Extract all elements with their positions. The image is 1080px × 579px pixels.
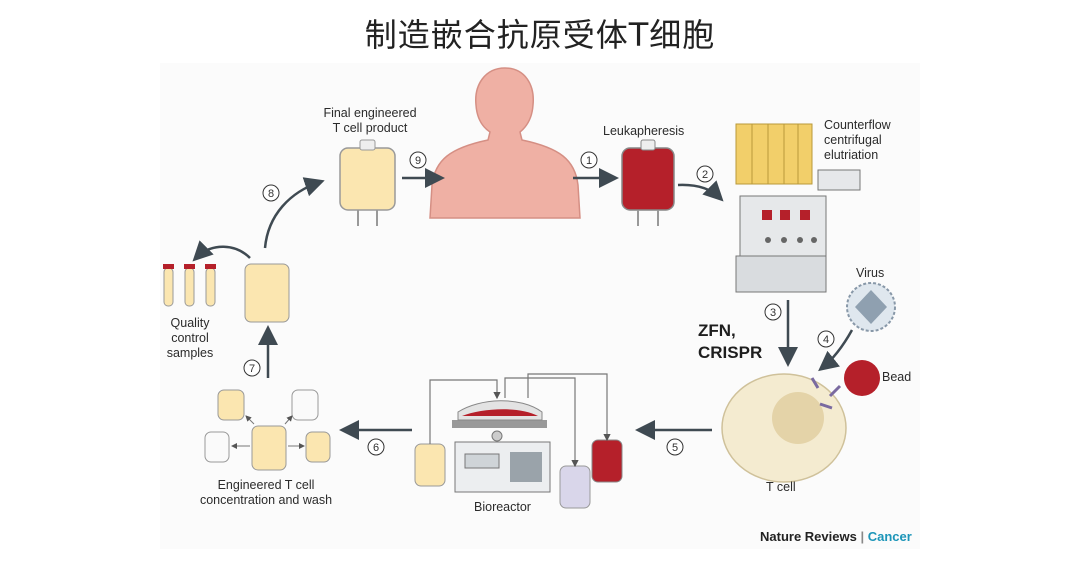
virus-label: Virus bbox=[856, 266, 885, 280]
wash-bags bbox=[204, 389, 331, 471]
step-4: 4 bbox=[817, 330, 835, 348]
step-7: 7 bbox=[243, 359, 261, 377]
svg-text:2: 2 bbox=[702, 169, 708, 181]
svg-text:5: 5 bbox=[672, 442, 678, 454]
leukapheresis-label: Leukapheresis bbox=[603, 124, 685, 138]
bioreactor-label: Bioreactor bbox=[474, 500, 531, 514]
final-product-bag bbox=[339, 139, 396, 226]
journal-name: Nature Reviews bbox=[760, 529, 857, 544]
svg-text:8: 8 bbox=[268, 188, 274, 200]
process-arrows bbox=[192, 168, 854, 440]
svg-text:6: 6 bbox=[373, 442, 379, 454]
svg-text:9: 9 bbox=[415, 155, 421, 167]
elutriation-machine bbox=[735, 123, 861, 293]
virus-particle bbox=[846, 282, 896, 332]
leukapheresis-bag bbox=[621, 139, 675, 226]
step-8: 8 bbox=[262, 184, 280, 202]
svg-text:1: 1 bbox=[586, 155, 592, 167]
svg-text:4: 4 bbox=[823, 334, 829, 346]
page-title: 制造嵌合抗原受体T细胞 bbox=[364, 16, 716, 54]
patient-body bbox=[429, 67, 581, 219]
zfn-crispr-label: ZFN,CRISPR bbox=[698, 321, 763, 362]
bead-label: Bead bbox=[882, 370, 912, 384]
step-9: 9 bbox=[409, 151, 427, 169]
journal-subject: Cancer bbox=[867, 529, 912, 544]
qc-bag-and-tubes bbox=[163, 263, 290, 323]
step-5: 5 bbox=[666, 438, 684, 456]
step-6: 6 bbox=[367, 438, 385, 456]
t-cell-label: T cell bbox=[766, 480, 796, 494]
svg-text:3: 3 bbox=[770, 307, 776, 319]
credit-separator: | bbox=[860, 529, 865, 544]
svg-text:7: 7 bbox=[249, 363, 255, 375]
bioreactor bbox=[414, 373, 623, 509]
t-cell bbox=[721, 360, 880, 483]
step-markers: 1 2 3 4 5 6 7 8 9 bbox=[243, 151, 835, 456]
step-2: 2 bbox=[696, 165, 714, 183]
step-1: 1 bbox=[580, 151, 598, 169]
journal-credit: Nature Reviews | Cancer bbox=[760, 529, 912, 544]
step-3: 3 bbox=[764, 303, 782, 321]
